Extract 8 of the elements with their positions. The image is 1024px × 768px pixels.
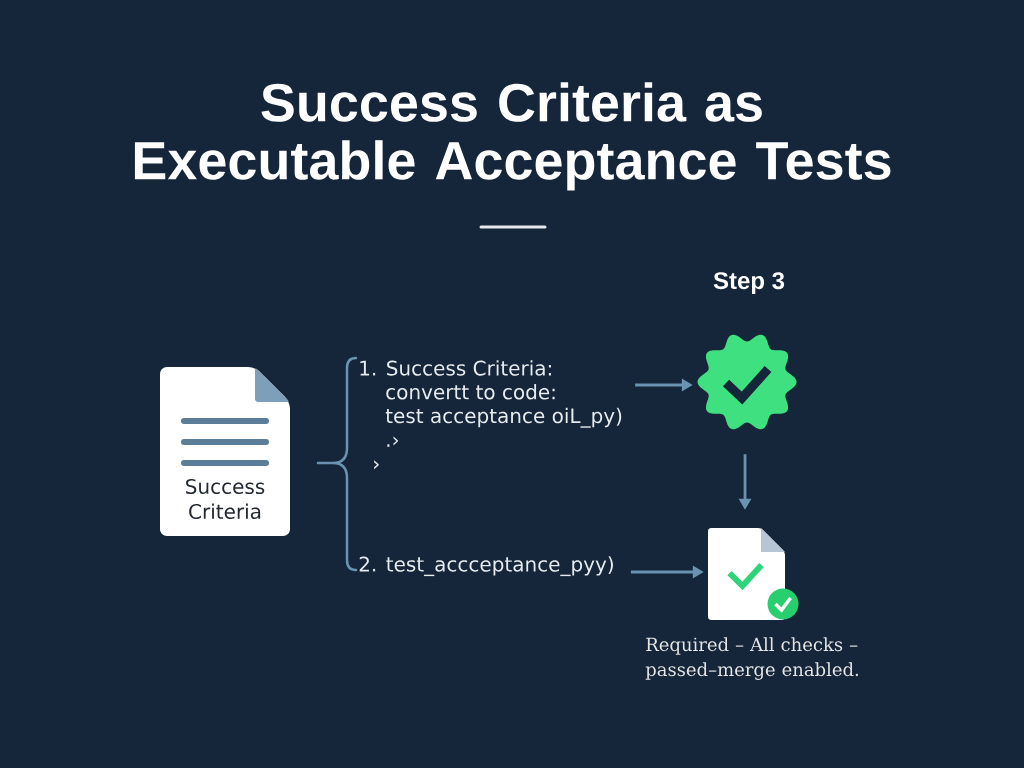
list-item: 1. Success Criteria: convertt to code: test acceptance oiL_py) .› ›	[360, 360, 622, 470]
check-badge-icon	[697, 334, 797, 430]
status-note: Required – All checks – passed–merge enabled.	[645, 637, 859, 680]
document-card: Success Criteria	[160, 367, 290, 536]
step-heading: Step 3	[713, 272, 785, 294]
title: Success Criteria as Executable Acceptance Tests	[134, 82, 891, 191]
list-item: 2. test_accceptance_pyy)	[359, 556, 613, 577]
document-check-icon	[708, 528, 799, 620]
